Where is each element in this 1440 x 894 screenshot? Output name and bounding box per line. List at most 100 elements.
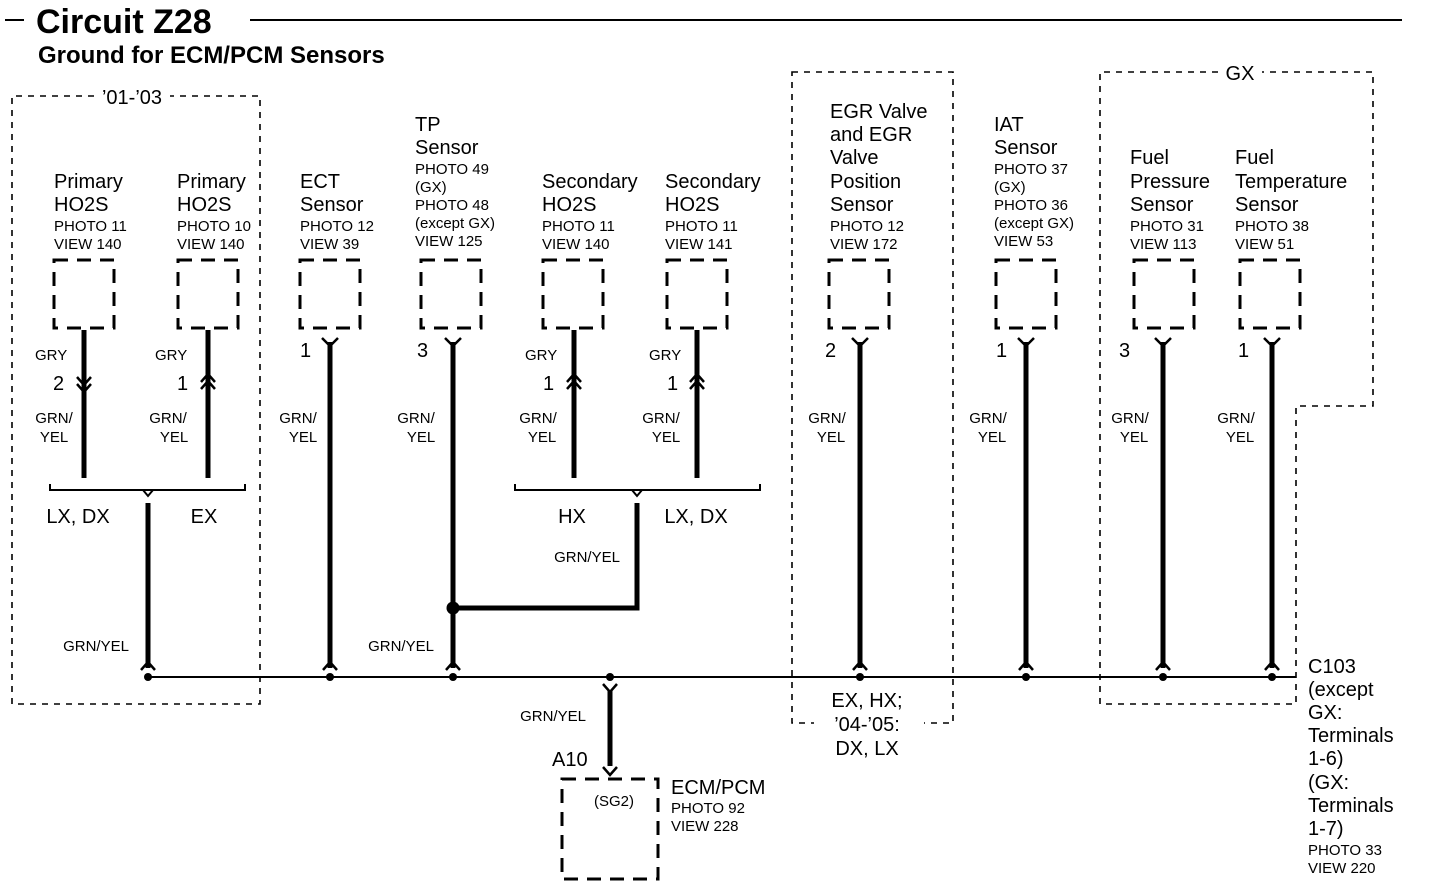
wire-color: GRN/YEL — [520, 708, 586, 725]
ecm-pin: A10 — [552, 749, 588, 771]
component-name-line: HO2S — [177, 194, 231, 216]
component-egr-valve: EGR Valve and EGR Valve Position Sensor … — [827, 101, 927, 330]
egr-variant-2: ’04-’05: — [834, 714, 900, 736]
wire-color: YEL — [1120, 429, 1148, 446]
component-ref: VIEW 140 — [177, 236, 245, 253]
connector-note: 1-7) — [1308, 818, 1344, 840]
wire-color: GRN/ — [642, 410, 680, 427]
component-primary-ho2s-1: Primary HO2S PHOTO 11 VIEW 140 — [52, 171, 127, 330]
egr-variant-3: DX, LX — [835, 738, 898, 760]
component-name-line: HO2S — [665, 194, 719, 216]
connector-ref: PHOTO 33 — [1308, 842, 1382, 859]
component-name-line: ECT — [300, 171, 340, 193]
pin-number: 1 — [1238, 340, 1249, 362]
connector-ref: VIEW 220 — [1308, 860, 1376, 877]
component-secondary-ho2s-1: Secondary HO2S PHOTO 11 VIEW 140 — [541, 171, 638, 330]
terminal — [444, 337, 462, 348]
wire-color: YEL — [652, 429, 680, 446]
component-ref: PHOTO 37 — [994, 161, 1068, 178]
wires-fuel-temperature: 1 GRN/ YEL — [1217, 337, 1281, 668]
ecm-name: ECM/PCM — [671, 777, 765, 799]
bus-pins — [144, 673, 1276, 681]
pin-number: 1 — [300, 340, 311, 362]
component-ref: PHOTO 11 — [542, 218, 615, 235]
component-name-line: Pressure — [1130, 171, 1210, 193]
terminal — [1263, 337, 1281, 348]
wires-ect: 1 GRN/ YEL — [279, 337, 339, 668]
wire-color: GRN/ — [1217, 410, 1255, 427]
connector-note: (GX: — [1308, 772, 1349, 794]
connector-box — [1238, 258, 1302, 330]
option-bracket — [514, 484, 761, 491]
component-name-line: HO2S — [542, 194, 596, 216]
wire-color: GRN/ — [1111, 410, 1149, 427]
component-ref: VIEW 172 — [830, 236, 898, 253]
wire-color: GRN/ — [279, 410, 317, 427]
connector-note: Terminals — [1308, 725, 1394, 747]
ecm-signal: (SG2) — [594, 793, 634, 810]
component-name-line: Secondary — [665, 171, 761, 193]
component-name-line: Secondary — [542, 171, 638, 193]
egr-variant-1: EX, HX; — [831, 690, 902, 712]
connector-note: GX: — [1308, 702, 1342, 724]
component-ref: PHOTO 36 — [994, 197, 1068, 214]
connector-box — [994, 258, 1058, 330]
terminal — [321, 337, 339, 348]
component-name-line: Primary — [177, 171, 246, 193]
wire-color: YEL — [978, 429, 1006, 446]
pin-number: 1 — [996, 340, 1007, 362]
wire-color: YEL — [1226, 429, 1254, 446]
connector-box — [52, 258, 116, 330]
inline-connector — [76, 376, 92, 394]
wire-color: GRN/ — [808, 410, 846, 427]
circuit-subtitle: Ground for ECM/PCM Sensors — [38, 42, 385, 69]
component-name-line: Sensor — [300, 194, 364, 216]
pin-number: 2 — [53, 373, 64, 395]
component-ref: PHOTO 12 — [830, 218, 904, 235]
terminal — [602, 766, 618, 777]
wires-iat: 1 GRN/ YEL — [969, 337, 1035, 668]
wire-color: YEL — [407, 429, 435, 446]
pin-number: 3 — [1119, 340, 1130, 362]
ecm-ref: VIEW 228 — [671, 818, 739, 835]
component-primary-ho2s-2: Primary HO2S PHOTO 10 VIEW 140 — [176, 171, 251, 330]
component-name-line: IAT — [994, 114, 1024, 136]
group-gx: GX — [1099, 63, 1374, 705]
component-name-line: Sensor — [994, 137, 1058, 159]
ground-bus — [140, 660, 1296, 681]
wire-color: YEL — [40, 429, 68, 446]
component-name-line: EGR Valve — [830, 101, 927, 123]
circuit-title: Circuit Z28 — [36, 3, 212, 41]
pin-number: 1 — [177, 373, 188, 395]
component-ref: VIEW 39 — [300, 236, 359, 253]
wire-color: GRY — [525, 347, 557, 364]
bus-terminals — [140, 660, 1280, 671]
component-name-line: Position — [830, 171, 901, 193]
wire-color: YEL — [160, 429, 188, 446]
component-ref: PHOTO 12 — [300, 218, 374, 235]
wire-color: GRY — [155, 347, 187, 364]
inline-connector — [566, 372, 582, 390]
component-ref: VIEW 125 — [415, 233, 483, 250]
component-ref: PHOTO 11 — [665, 218, 738, 235]
wire-color: YEL — [528, 429, 556, 446]
component-name-line: HO2S — [54, 194, 108, 216]
component-secondary-ho2s-2: Secondary HO2S PHOTO 11 VIEW 141 — [665, 171, 761, 330]
connector-box — [541, 258, 605, 330]
component-fuel-temperature-sensor: Fuel Temperature Sensor PHOTO 38 VIEW 51 — [1235, 147, 1347, 330]
pin-number: 1 — [667, 373, 678, 395]
ecm-ref: PHOTO 92 — [671, 800, 745, 817]
wire — [453, 503, 640, 611]
component-name-line: Sensor — [415, 137, 479, 159]
component-name-line: Sensor — [1235, 194, 1299, 216]
component-ref: VIEW 140 — [54, 236, 122, 253]
wire-color: GRN/YEL — [554, 549, 620, 566]
component-name-line: Primary — [54, 171, 123, 193]
ecm-pcm: GRN/YEL A10 (SG2) ECM/PCM PHOTO 92 VIEW … — [520, 683, 765, 881]
wire-color: YEL — [289, 429, 317, 446]
wire-color: GRN/YEL — [63, 638, 129, 655]
component-name-line: TP — [415, 114, 441, 136]
connector-box — [1132, 258, 1196, 330]
wires-primary-ho2s: GRY 2 GRN/ YEL GRY 1 GRN/ YEL LX, DX EX … — [35, 330, 246, 668]
wire-color: GRN/YEL — [368, 638, 434, 655]
